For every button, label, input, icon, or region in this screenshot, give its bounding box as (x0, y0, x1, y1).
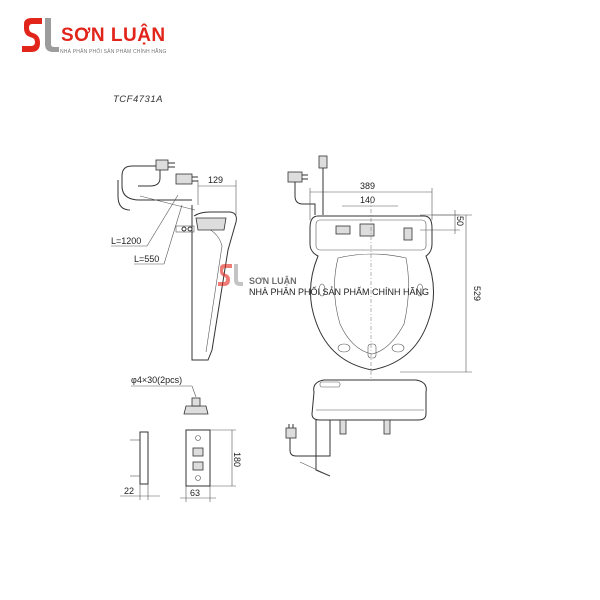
side-view: 129 L=1200 L=550 (111, 159, 237, 361)
dim-top-length: 529 (472, 286, 482, 301)
dim-top-small: 50 (455, 216, 465, 226)
top-view: 389 140 50 529 (287, 155, 482, 380)
dim-cord-short: L=550 (134, 254, 159, 264)
plate-side-view: 22 (120, 431, 160, 500)
dim-plate-height: 180 (232, 452, 242, 467)
dim-plate-side: 22 (124, 486, 134, 496)
dim-plate-width: 63 (190, 488, 200, 498)
dim-cord-long: L=1200 (111, 236, 141, 246)
logo-mark-icon (22, 18, 59, 52)
brand-name: SƠN LUẬN (61, 25, 166, 46)
dim-top-inner: 140 (360, 195, 375, 205)
watermark-brand: SƠN LUẬN (249, 275, 297, 286)
watermark-tagline: NHÀ PHÂN PHỐI SẢN PHẨM CHÍNH HÃNG (249, 286, 429, 297)
watermark: SƠN LUẬN NHÀ PHÂN PHỐI SẢN PHẨM CHÍNH HÃ… (218, 264, 429, 297)
dim-top-width: 389 (360, 181, 375, 191)
brand-logo (18, 14, 218, 64)
rear-elevation (285, 379, 427, 477)
brand-tagline: NHÀ PHÂN PHỐI SẢN PHẨM CHÍNH HÃNG (60, 49, 167, 55)
plate-front-view: 180 63 (180, 429, 242, 502)
model-number: TCF4731A (113, 94, 163, 105)
bolt-detail: φ4×30(2pcs) (131, 375, 209, 415)
dim-side-depth: 129 (208, 175, 223, 185)
bolt-note: φ4×30(2pcs) (131, 375, 182, 385)
